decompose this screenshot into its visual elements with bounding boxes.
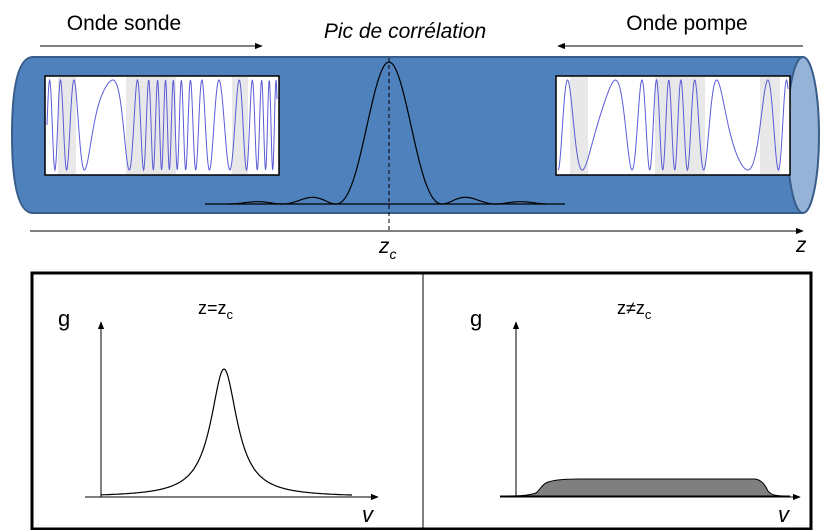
fiber-end-face — [786, 56, 820, 214]
condition-unmatched: z≠zc — [617, 298, 652, 322]
v-label-right: v — [778, 502, 791, 527]
pump-wave-signal — [557, 78, 789, 172]
pump-wave-label: Onde pompe — [626, 12, 747, 35]
probe-wave-label: Onde sonde — [67, 12, 181, 35]
zc-label: zc — [378, 235, 397, 262]
flat-gain-curve — [499, 478, 791, 497]
probe-wave-box — [44, 75, 280, 176]
probe-wave-signal — [46, 78, 278, 172]
v-label-left: v — [362, 502, 375, 527]
z-axis-label: z — [795, 234, 807, 257]
g-label-right: g — [470, 306, 482, 331]
correlation-peak — [205, 58, 565, 230]
peak-curve — [228, 61, 546, 205]
spectra-frame — [30, 271, 813, 530]
narrow-gain-curve — [100, 368, 352, 496]
condition-matched: z=zc — [198, 298, 234, 322]
g-label-left: g — [58, 306, 70, 331]
spectrum-panel-matched: g v z=zc — [58, 298, 379, 527]
pump-wave-box — [555, 75, 791, 176]
peak-label: Pic de corrélation — [324, 20, 486, 43]
spectrum-panel-unmatched: g v z≠zc — [470, 298, 801, 527]
